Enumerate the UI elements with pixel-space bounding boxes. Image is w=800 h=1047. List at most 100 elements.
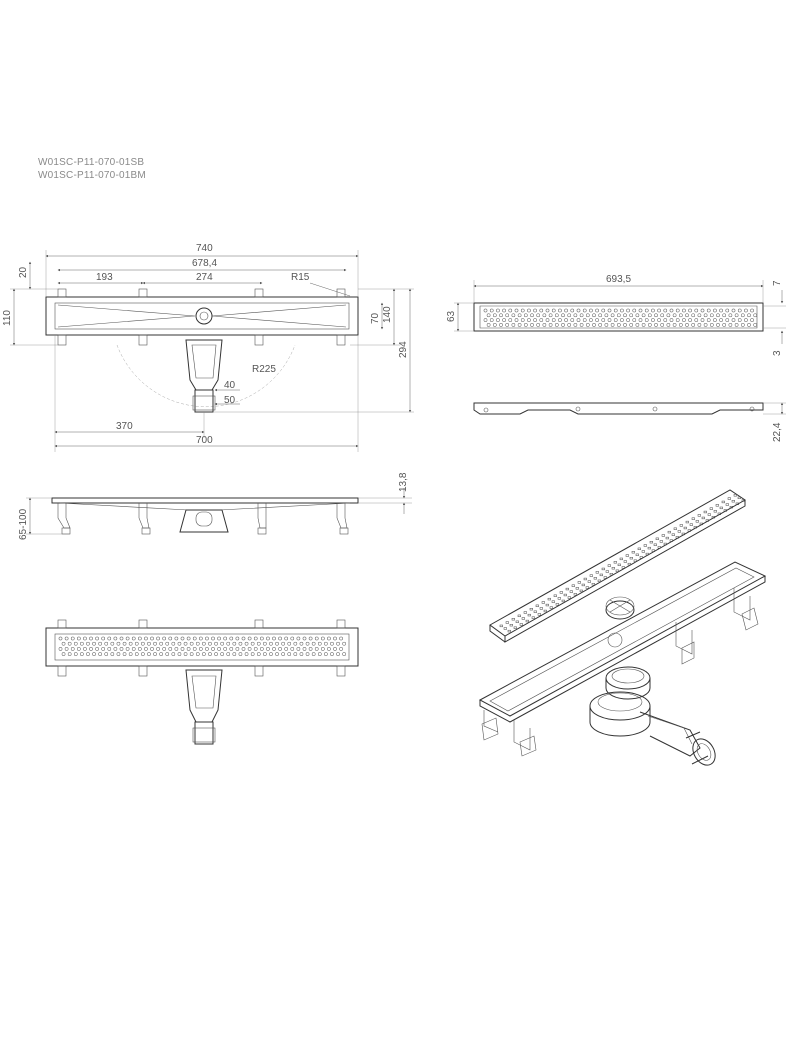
perforation-dot: [70, 647, 75, 651]
iso-perforation-dot: [729, 506, 733, 509]
iso-perforation-dot: [585, 586, 589, 589]
perforation-dot: [119, 647, 124, 651]
perforation-dot: [299, 641, 304, 646]
perforation-dot: [579, 323, 584, 327]
iso-perforation-dot: [611, 567, 615, 570]
perforation-dot: [679, 323, 683, 327]
perforation-dot: [716, 313, 720, 318]
channel-inner: [54, 302, 350, 330]
perforation-dot: [241, 647, 246, 651]
iso-perforation-dot: [645, 552, 649, 556]
iso-perforation-dot: [669, 539, 673, 542]
perforation-dot: [196, 652, 200, 656]
iso-perforation-dot: [525, 619, 529, 623]
iso-perforation-dot: [543, 609, 547, 613]
perforation-dot: [232, 652, 237, 656]
perforation-dot: [620, 318, 624, 322]
perforation-dot: [308, 647, 313, 651]
perforation-dot: [86, 652, 90, 656]
perforation-dot: [604, 323, 609, 327]
perforation-dot: [672, 323, 677, 327]
iso-perforation-dot: [609, 573, 613, 576]
iso-perforation-dot: [595, 571, 599, 574]
perforation-dot: [629, 323, 633, 327]
perforation-dot: [536, 313, 540, 318]
iso-perforation-dot: [561, 599, 565, 603]
perforation-dot: [700, 318, 705, 322]
iso-perforation-dot: [567, 596, 571, 599]
perforation-dot: [80, 641, 84, 646]
perforation-dot: [324, 641, 328, 646]
perforation-dot: [710, 323, 714, 327]
perforation-dot: [654, 323, 658, 327]
perforation-dot: [192, 636, 197, 641]
iso-perforation-dot: [547, 597, 551, 601]
perforation-dot: [719, 318, 723, 322]
perforation-dot: [98, 641, 102, 646]
iso-perforation-dot: [515, 620, 519, 623]
perforation-dot: [77, 647, 81, 651]
grate-side-view: 22,4: [473, 402, 786, 442]
perforation-dot: [205, 647, 209, 651]
iso-perforation-dot: [551, 600, 555, 603]
perforation-dot: [321, 636, 325, 641]
dim-half-left: 193: [96, 272, 113, 283]
perforation-dot: [648, 323, 652, 327]
perforation-dot: [489, 318, 494, 322]
iso-perforation-dot: [607, 564, 611, 567]
assembled-front-view: [45, 619, 359, 745]
perforation-dot: [489, 308, 494, 313]
perforation-dot: [514, 318, 519, 322]
perforation-dot: [131, 647, 136, 651]
perforation-dot: [278, 647, 282, 651]
perforation-dot: [511, 323, 516, 327]
perforation-dot: [104, 641, 108, 646]
perforation-dot: [153, 641, 157, 646]
perforation-dot: [318, 652, 322, 656]
perforation-dot: [592, 313, 596, 318]
iso-perforation-dot: [737, 496, 741, 500]
perforation-dot: [617, 313, 621, 318]
perforation-dot: [502, 318, 506, 322]
iso-perforation-dot: [681, 532, 685, 536]
perforation-dot: [229, 636, 234, 641]
perforation-dot: [586, 323, 590, 327]
perforation-dot: [101, 647, 105, 651]
perforation-dot: [719, 308, 723, 313]
perforation-dot: [272, 636, 276, 641]
dim-half-right: 274: [196, 272, 213, 283]
perforation-dot: [651, 318, 655, 322]
perforation-dot: [257, 641, 261, 646]
perforation-dot: [293, 652, 298, 656]
perforation-dot: [98, 652, 102, 656]
perforation-dot: [189, 652, 194, 656]
perforation-dot: [524, 323, 528, 327]
perforation-dot: [162, 647, 166, 651]
perforation-dot: [144, 647, 148, 651]
perforation-dot: [113, 647, 118, 651]
perforation-dot: [598, 323, 602, 327]
perforation-dot: [551, 318, 556, 322]
perforation-dot: [505, 323, 509, 327]
dim-grate-height: 22,4: [772, 422, 783, 442]
iso-perforation-dot: [721, 500, 725, 504]
dim-adjustable-height: 65-100: [18, 508, 29, 540]
perforation-dot: [635, 313, 640, 318]
perforation-dot: [211, 636, 215, 641]
perforation-dot: [567, 323, 571, 327]
perforation-dot: [570, 318, 575, 322]
iso-perforation-dot: [587, 580, 591, 583]
iso-perforation-dot: [631, 551, 635, 554]
perforation-dot: [293, 641, 298, 646]
perforation-dot: [77, 636, 81, 641]
perforation-dot: [168, 636, 173, 641]
dim-top-margin: 20: [18, 266, 29, 278]
perforation-dot: [327, 636, 331, 641]
perforation-dot: [80, 652, 84, 656]
perforation-dot: [302, 647, 307, 651]
iso-perforation-dot: [503, 627, 507, 630]
perforation-dot: [125, 647, 130, 651]
perforation-dot: [517, 313, 522, 318]
iso-perforation-dot: [659, 540, 663, 543]
iso-perforation-dot: [623, 560, 627, 563]
